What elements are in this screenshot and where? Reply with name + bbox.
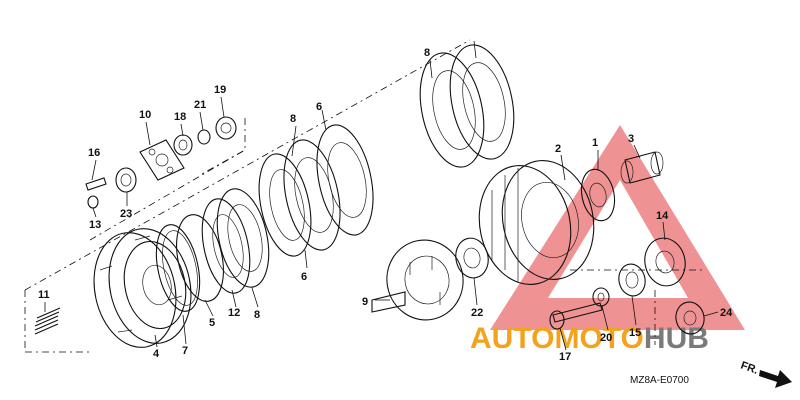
callout-22: 22 <box>471 307 483 319</box>
callout-24: 24 <box>720 307 733 319</box>
callout-13: 13 <box>89 219 101 231</box>
callout-2: 2 <box>555 143 561 155</box>
part-clutch-plate-a <box>216 188 270 288</box>
part-clutch-spring <box>34 307 61 335</box>
callout-3: 3 <box>628 133 634 145</box>
callout-21: 21 <box>194 99 206 111</box>
callout-11: 11 <box>38 289 50 301</box>
callout-20: 20 <box>600 332 612 344</box>
part-judder-seat <box>176 214 224 302</box>
callout-9: 9 <box>362 296 368 308</box>
callout-10: 10 <box>139 109 151 121</box>
part-primary-drive-gear <box>580 168 616 222</box>
part-clutch-plate-b <box>258 153 312 257</box>
callout-8-middle: 8 <box>290 113 296 125</box>
part-oil-pump-gear <box>644 237 686 287</box>
callout-12: 12 <box>228 307 240 319</box>
callout-18: 18 <box>174 111 186 123</box>
part-lifter-plate <box>139 139 185 181</box>
part-friction-disk-a <box>283 124 374 251</box>
fr-arrow-icon <box>759 370 792 388</box>
part-bolt <box>549 302 603 330</box>
callout-6-bottom: 6 <box>301 271 307 283</box>
part-needle-bearing <box>620 151 664 184</box>
callout-17: 17 <box>559 351 571 363</box>
part-friction-disk-b <box>201 198 251 294</box>
part-clutch-outer <box>478 160 595 285</box>
front-direction-indicator: FR. <box>739 360 792 388</box>
part-lock-washer <box>173 134 193 156</box>
callout-16: 16 <box>88 147 100 159</box>
svg-text:AUTOMOTOHUB: AUTOMOTOHUB <box>470 322 709 355</box>
callout-8-bottom: 8 <box>254 309 260 321</box>
callout-7: 7 <box>182 345 188 357</box>
callout-5: 5 <box>209 317 215 329</box>
watermark-triangle <box>490 125 745 330</box>
part-clutch-plate-c <box>419 44 515 168</box>
part-drive-plate <box>675 301 705 335</box>
part-washer-21 <box>197 129 211 145</box>
callout-8-top: 8 <box>424 47 430 59</box>
callout-19: 19 <box>214 84 226 96</box>
callout-6-top: 6 <box>316 101 322 113</box>
part-pin <box>87 195 99 209</box>
diagram-code: MZ8A-E0700 <box>630 375 689 386</box>
callout-23: 23 <box>120 208 132 220</box>
watermark-hub: HUB <box>644 322 709 355</box>
assembly-guide-lines <box>24 39 705 353</box>
part-small-bolt <box>85 177 107 191</box>
fr-label: FR. <box>739 360 760 377</box>
automotohub-watermark: AUTOMOTOHUB <box>470 125 745 355</box>
callout-14: 14 <box>656 210 669 222</box>
callout-leaders <box>44 40 719 351</box>
callout-labels: 1 2 3 4 5 6 6 7 8 8 8 9 10 11 12 13 14 1… <box>38 47 733 363</box>
watermark-auto: AUTO <box>470 322 554 355</box>
part-washer-19 <box>215 116 237 140</box>
part-lifter-bearing <box>115 167 137 193</box>
callout-15: 15 <box>629 327 641 339</box>
part-pressure-plate <box>371 239 464 321</box>
callout-1: 1 <box>592 137 598 149</box>
part-collar <box>618 263 646 297</box>
part-thrust-washer <box>455 237 489 279</box>
callout-4: 4 <box>153 348 160 360</box>
part-judder-spring <box>155 224 201 312</box>
part-clutch-center <box>93 228 192 348</box>
watermark-moto: MOTO <box>554 322 643 355</box>
